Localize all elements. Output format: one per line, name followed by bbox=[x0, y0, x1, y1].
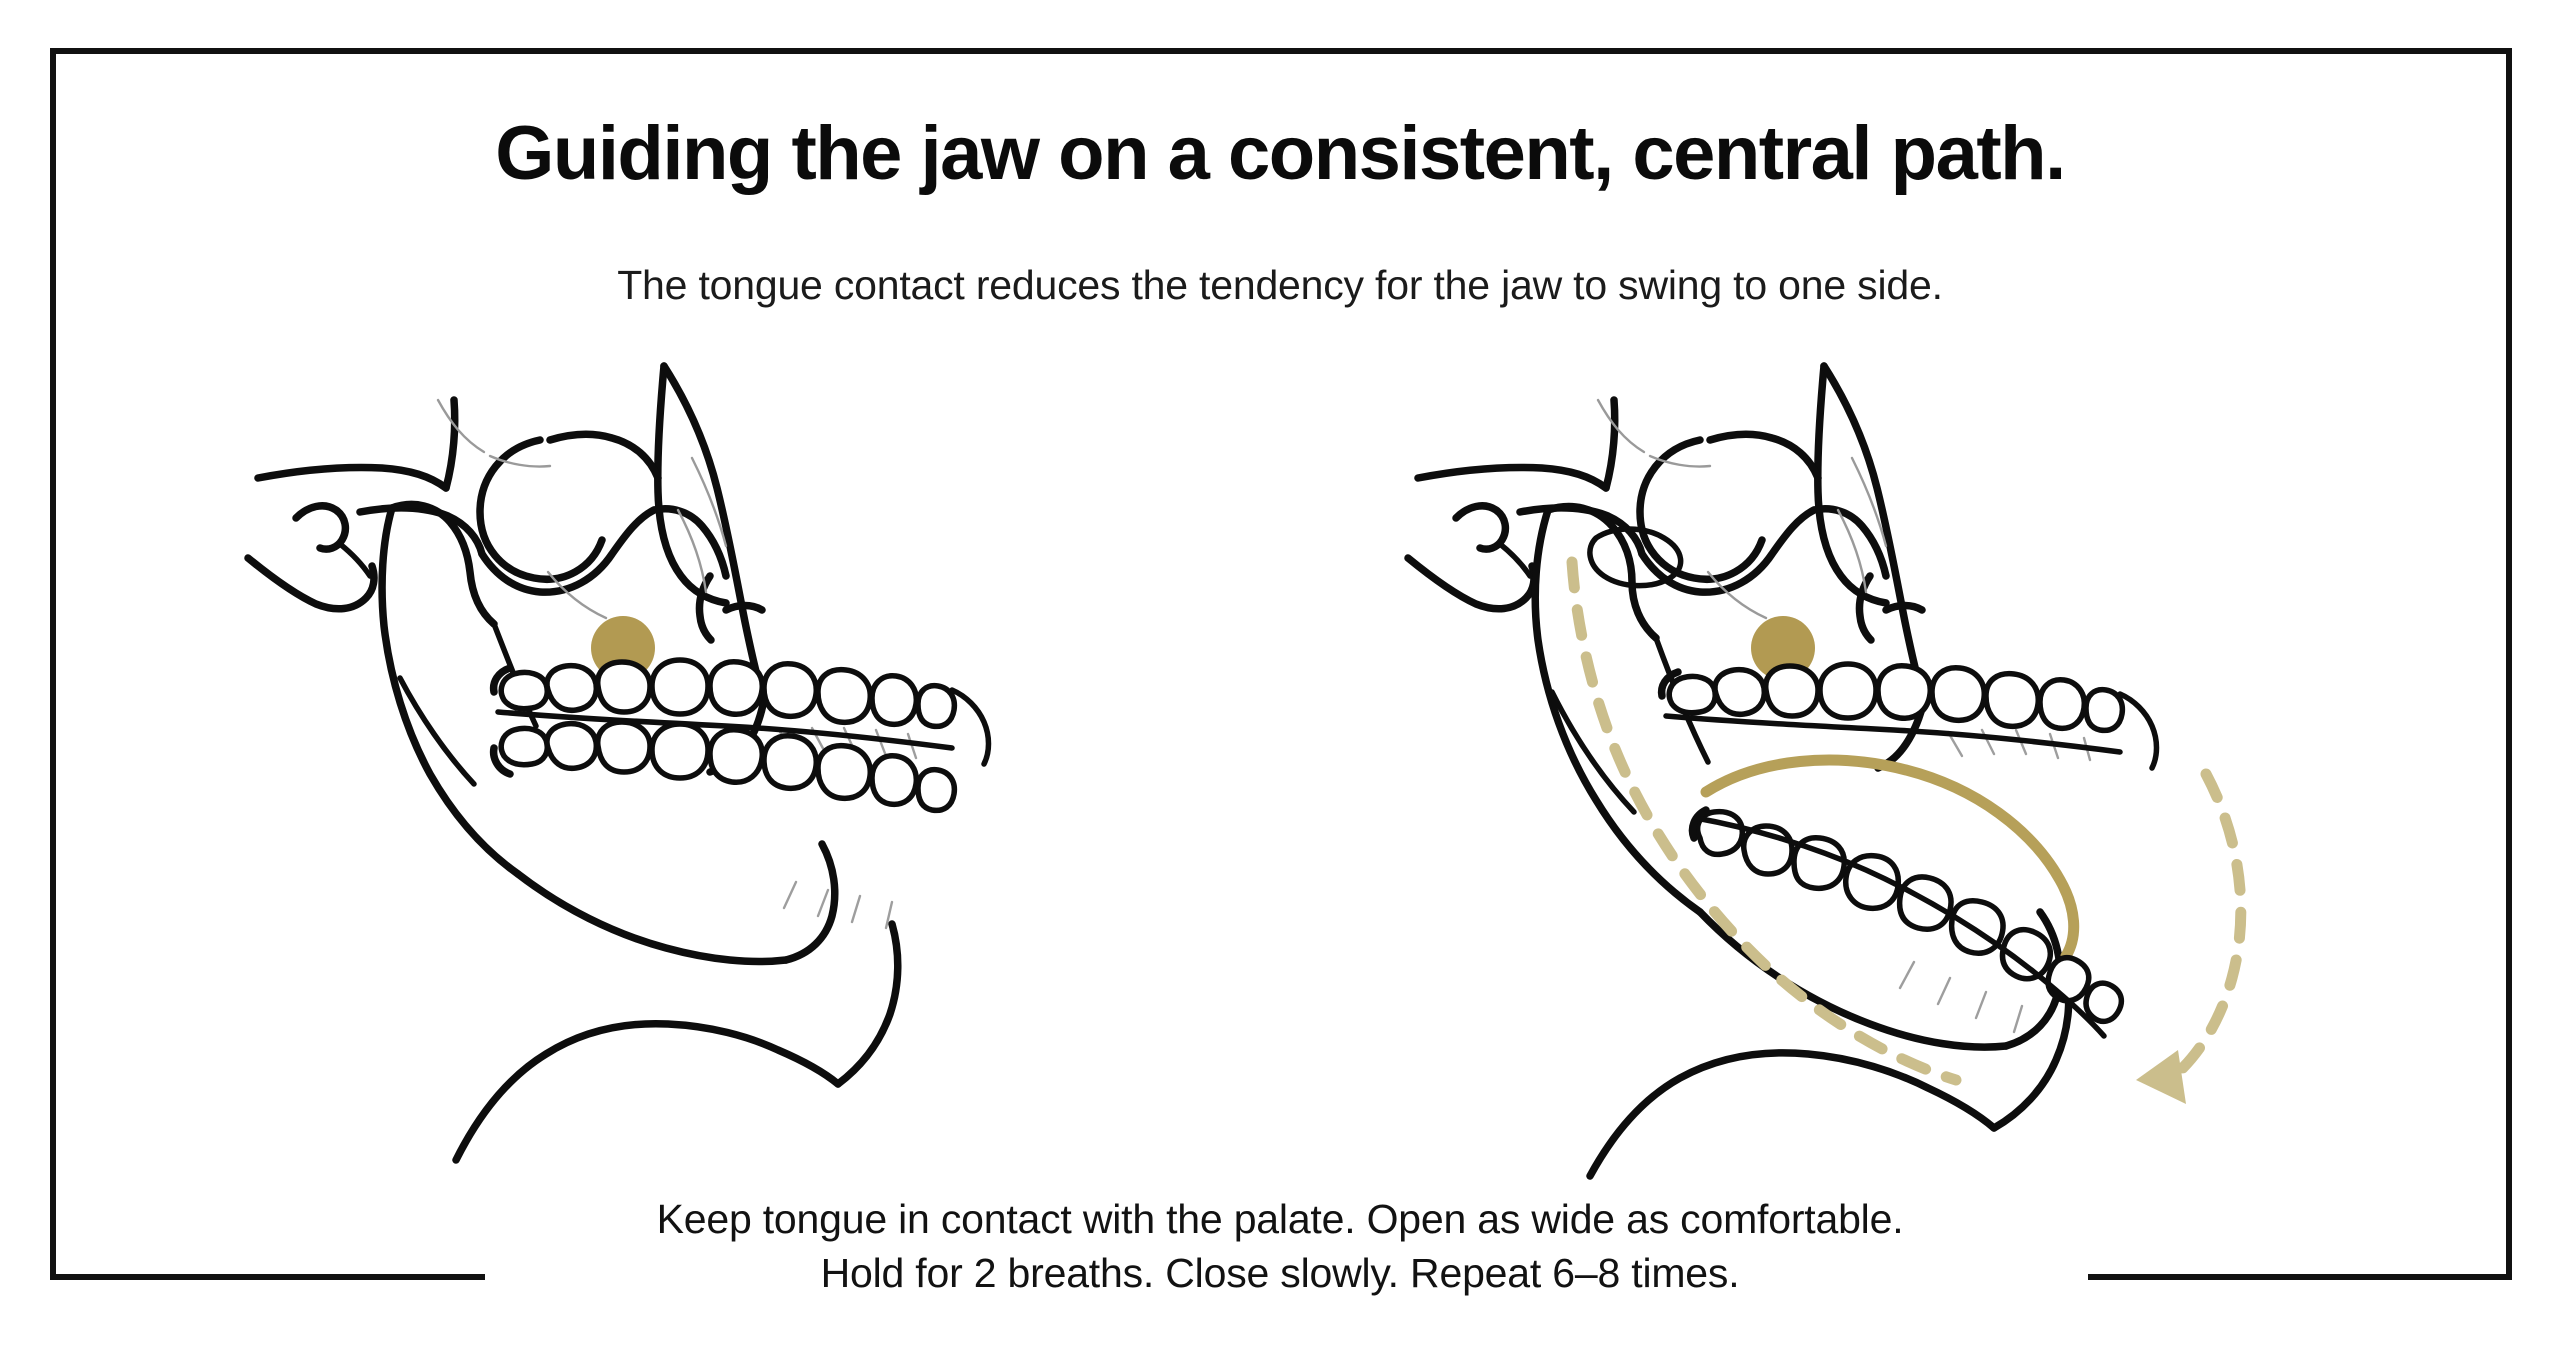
styloid-hook bbox=[1452, 502, 1510, 553]
figure-jaw-closed bbox=[240, 360, 1120, 1190]
lower-teeth-row bbox=[1694, 808, 2125, 1025]
tympanic-plate bbox=[337, 541, 373, 579]
mandible-chin-symphysis bbox=[782, 840, 839, 964]
lower-alveolar-arch bbox=[1688, 806, 1710, 842]
oblique-line bbox=[1549, 689, 1637, 815]
nasal-facial-profile bbox=[660, 362, 768, 704]
lower-alveolar-arch bbox=[489, 744, 514, 778]
mandible-coronoid-condyle bbox=[1544, 502, 1660, 642]
nasal-spine bbox=[1882, 601, 1926, 614]
mandible-ramus-posterior bbox=[1531, 506, 1704, 916]
cranial-sutures bbox=[1596, 398, 1888, 676]
condyle-fossa-ellipse bbox=[1587, 526, 1684, 589]
maxilla-outline bbox=[650, 505, 730, 580]
soft-tissue-neck-contour bbox=[452, 1019, 842, 1164]
upper-occlusal-line bbox=[1663, 713, 2123, 755]
upper-teeth-row bbox=[498, 657, 958, 730]
opening-direction-arrow-arc bbox=[2166, 768, 2247, 1084]
page-subtitle: The tongue contact reduces the tendency … bbox=[617, 262, 1943, 308]
instruction-caption: Keep tongue in contact with the palate. … bbox=[656, 1196, 1904, 1297]
nasal-spine bbox=[722, 601, 766, 614]
mandible-body-inferior bbox=[1696, 908, 2010, 1051]
zygomatic-arch-upper bbox=[254, 463, 450, 492]
soft-tissue-chin-contour bbox=[834, 920, 902, 1088]
supraorbital-ridge bbox=[546, 430, 662, 482]
skull-lateral-closed-illustration bbox=[244, 362, 992, 1164]
styloid-hook bbox=[292, 502, 350, 553]
orbital-socket bbox=[1636, 436, 1766, 583]
maxillary-tuberosity bbox=[2117, 691, 2160, 771]
temporal-squama-outline bbox=[1602, 396, 1619, 492]
tongue-contact-marker-dot bbox=[1751, 616, 1815, 680]
maxillary-tuberosity bbox=[949, 687, 992, 767]
zygomatic-arch-upper bbox=[1414, 463, 1610, 492]
mandible-body-inferior bbox=[514, 870, 790, 966]
card-border-left bbox=[50, 48, 56, 1280]
mandible-ramus-posterior bbox=[378, 504, 522, 878]
cranial-frontal-profile bbox=[1814, 362, 1890, 607]
lower-teeth-row bbox=[498, 719, 958, 814]
soft-tissue-neck-contour bbox=[1586, 1049, 1998, 1180]
mandible-coronoid-condyle bbox=[388, 500, 498, 628]
card-border-top bbox=[50, 48, 2512, 54]
mastoid-process bbox=[1404, 554, 1538, 613]
cranial-frontal-profile bbox=[654, 362, 730, 607]
nasal-facial-profile bbox=[1820, 362, 1928, 704]
temporal-squama-outline bbox=[442, 396, 459, 492]
card-border-right bbox=[2506, 48, 2512, 1280]
skull-lateral-open-illustration bbox=[1404, 362, 2247, 1180]
figure-jaw-open bbox=[1400, 360, 2280, 1190]
maxilla-outline bbox=[1810, 505, 1890, 580]
orbital-socket bbox=[476, 436, 606, 583]
card-border-bottom-right bbox=[2088, 1274, 2512, 1280]
upper-alveolar-arch bbox=[489, 664, 514, 696]
opening-direction-arrowhead bbox=[2136, 1050, 2186, 1104]
supraorbital-ridge bbox=[1706, 430, 1822, 482]
mastoid-process bbox=[244, 554, 378, 613]
zygomatic-body bbox=[478, 506, 658, 596]
lower-occlusal-line bbox=[1693, 815, 2107, 1039]
card-border-bottom-left bbox=[50, 1274, 485, 1280]
mandible-hatching bbox=[782, 880, 894, 930]
upper-teeth-row bbox=[1666, 661, 2126, 734]
tongue-palate-contact-arc bbox=[1700, 754, 2080, 962]
upper-alveolar-arch bbox=[1657, 668, 1682, 700]
mandible-opening-path-dashed bbox=[1566, 556, 1962, 1086]
page-title: Guiding the jaw on a consistent, central… bbox=[495, 111, 2066, 196]
mandible-hatching bbox=[1898, 960, 2024, 1034]
tympanic-plate bbox=[1497, 541, 1533, 579]
occlusal-plane-line bbox=[495, 709, 955, 751]
oblique-line bbox=[397, 675, 477, 787]
